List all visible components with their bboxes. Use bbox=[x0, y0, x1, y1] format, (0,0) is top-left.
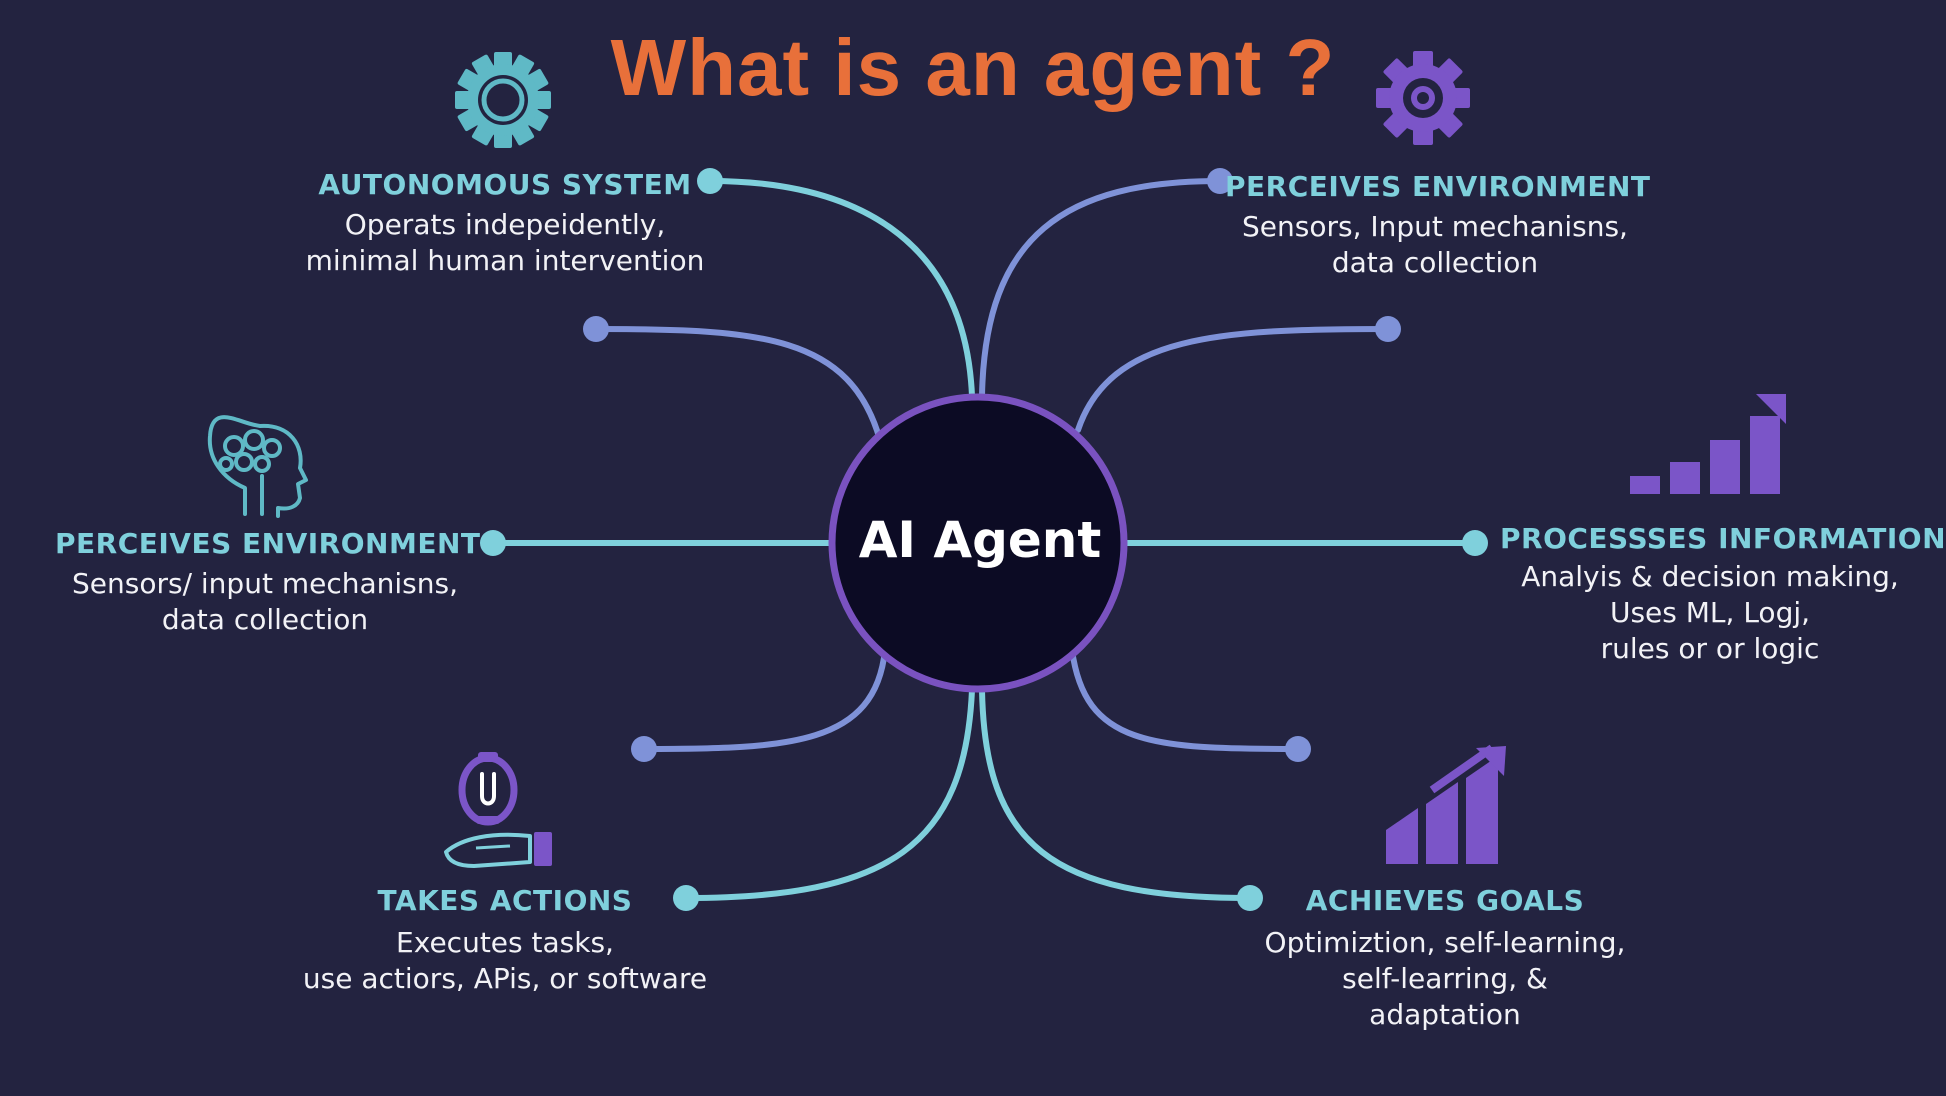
page-title: What is an agent ? bbox=[610, 23, 1336, 112]
gear-icon bbox=[455, 52, 551, 148]
block-heading: PERCEIVES ENVIRONMENT bbox=[55, 527, 481, 560]
gear-icon bbox=[1376, 51, 1470, 145]
block-line: Optimiztion, self-learning, bbox=[1264, 926, 1626, 959]
connector-lower-right bbox=[1069, 647, 1301, 752]
endpoint-dot bbox=[1285, 736, 1311, 762]
endpoint-dot bbox=[583, 316, 609, 342]
block-perceives-environment-top: PERCEIVES ENVIRONMENT Sensors, Input mec… bbox=[1225, 170, 1651, 281]
block-line: use actiors, APis, or software bbox=[302, 962, 708, 995]
block-line: Analyis & decision making, bbox=[1521, 560, 1899, 593]
block-line: data collection bbox=[1331, 246, 1539, 279]
connector-lower-left bbox=[641, 647, 888, 752]
endpoint-dot bbox=[1375, 316, 1401, 342]
connector-goals bbox=[979, 687, 1253, 901]
connector-autonomous bbox=[707, 178, 975, 399]
endpoint-dot bbox=[673, 885, 699, 911]
block-line: Operats indepeidently, bbox=[344, 208, 666, 241]
block-autonomous-system: AUTONOMOUS SYSTEM Operats indepeidently,… bbox=[305, 168, 705, 279]
endpoint-dot bbox=[1207, 168, 1233, 194]
endpoint-dot bbox=[697, 168, 723, 194]
hub-circle bbox=[828, 393, 1128, 693]
endpoint-dot bbox=[1237, 885, 1263, 911]
block-line: Uses ML, Logj, bbox=[1609, 596, 1811, 629]
block-heading: AUTONOMOUS SYSTEM bbox=[318, 168, 692, 201]
block-processes-information: PROCESSSES INFORMATION Analyis & decisio… bbox=[1500, 522, 1946, 667]
block-line: Sensors/ input mechanisns, bbox=[72, 567, 458, 600]
block-line: minimal human intervention bbox=[305, 244, 705, 277]
connector-perceives-top bbox=[979, 178, 1223, 399]
connector-upper-left bbox=[593, 326, 883, 443]
block-heading: TAKES ACTIONS bbox=[377, 884, 633, 917]
block-line: rules or or logic bbox=[1600, 632, 1820, 665]
endpoint-dot bbox=[631, 736, 657, 762]
block-heading: PERCEIVES ENVIRONMENT bbox=[1225, 170, 1651, 203]
bar-chart-icon bbox=[1630, 394, 1786, 494]
hand-robot-icon bbox=[444, 752, 552, 868]
connector-upper-right bbox=[1075, 326, 1391, 433]
block-line: data collection bbox=[161, 603, 369, 636]
block-line: self-learring, & bbox=[1342, 962, 1548, 995]
block-heading: ACHIEVES GOALS bbox=[1305, 884, 1585, 917]
block-achieves-goals: ACHIEVES GOALS Optimiztion, self-learnin… bbox=[1240, 884, 1650, 1033]
connector-actions bbox=[683, 687, 975, 901]
block-takes-actions: TAKES ACTIONS Executes tasks, use actior… bbox=[300, 884, 710, 997]
block-perceives-environment-left: PERCEIVES ENVIRONMENT Sensors/ input mec… bbox=[55, 527, 481, 638]
endpoint-dot bbox=[1462, 530, 1488, 556]
brain-head-icon bbox=[207, 415, 308, 518]
block-line: Sensors, Input mechanisns, bbox=[1242, 210, 1628, 243]
endpoint-dot bbox=[480, 530, 506, 556]
block-line: adaptation bbox=[1369, 998, 1521, 1031]
block-heading: PROCESSSES INFORMATION bbox=[1500, 522, 1946, 555]
block-line: Executes tasks, bbox=[396, 926, 614, 959]
hub-label: AI Agent bbox=[858, 511, 1102, 569]
growth-arrow-icon bbox=[1386, 744, 1506, 864]
